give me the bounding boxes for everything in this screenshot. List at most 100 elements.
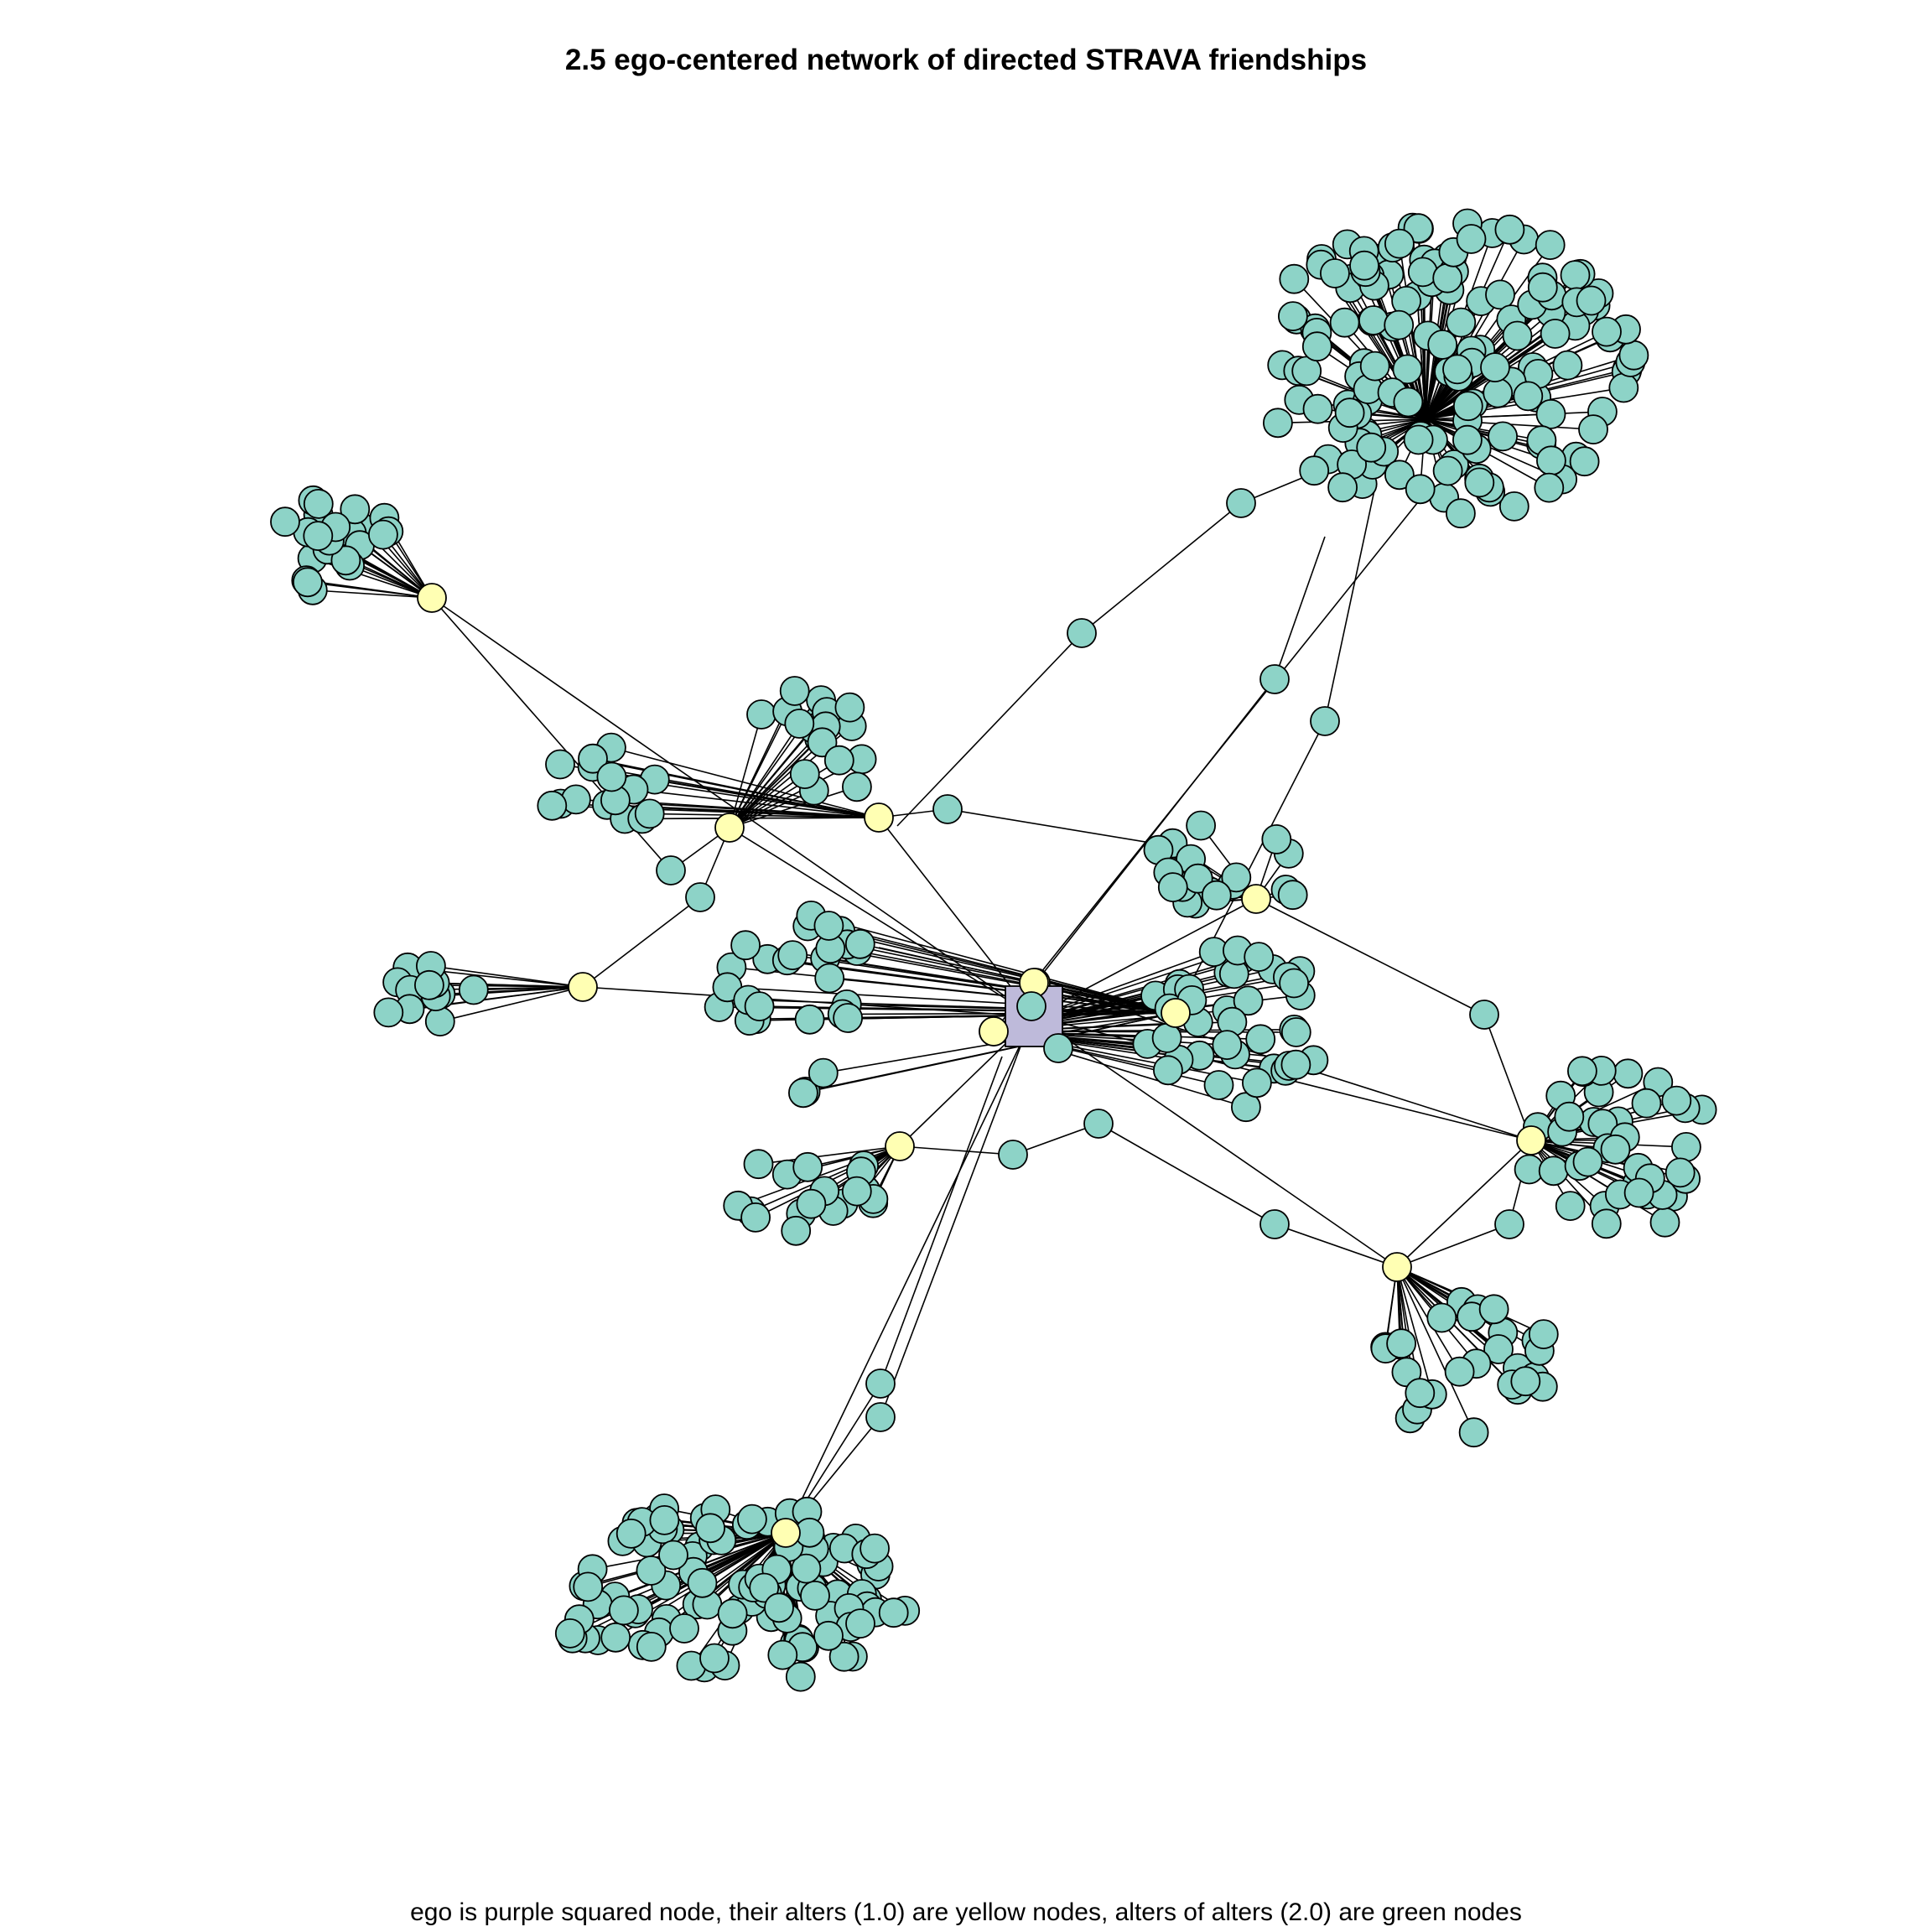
alter-of-alter-node (1327, 472, 1358, 503)
alter-of-alter-node (1502, 320, 1533, 351)
edge (431, 597, 1035, 1017)
alter-of-alter-node (730, 930, 761, 961)
alter-of-alter-node (1488, 421, 1518, 452)
edge (1425, 418, 1542, 442)
edge (633, 788, 880, 818)
alter-of-alter-node (834, 692, 865, 723)
alter-of-alter-node (1358, 305, 1389, 335)
edge (1425, 239, 1524, 420)
alter-of-alter-node (1432, 455, 1463, 486)
alter-of-alter-node (687, 1567, 718, 1598)
edge (439, 986, 584, 1022)
alter-of-alter-node (932, 794, 963, 824)
alter-of-alter-node (636, 1555, 667, 1586)
alter-of-alter-node (788, 1078, 818, 1109)
alter-of-alter-node (789, 759, 820, 789)
alter-of-alter-node (1244, 942, 1275, 972)
alter-of-alter-node (1452, 391, 1483, 422)
alter-of-alter-node (1446, 307, 1477, 338)
edge (899, 1145, 1014, 1156)
alter-of-alter-node (1510, 1366, 1541, 1397)
alter-of-alter-node (1483, 1334, 1514, 1364)
alter-of-alter-node (842, 771, 872, 802)
alter-of-alter-node (1444, 1356, 1475, 1387)
alter-of-alter-node (784, 709, 815, 739)
alter-of-alter-node (1280, 1017, 1311, 1047)
alter-of-alter-node (1277, 880, 1308, 911)
alter-of-alter-node (609, 1595, 639, 1626)
alter-of-alter-node (1483, 377, 1514, 408)
edge (828, 925, 1176, 1014)
alter-of-alter-node (1649, 1207, 1680, 1238)
alter-node (771, 1518, 801, 1548)
alter-of-alter-node (1498, 491, 1530, 522)
alter-of-alter-node (1591, 1208, 1622, 1239)
edge (785, 1015, 1035, 1534)
alter-of-alter-node (717, 1598, 748, 1629)
alter-of-alter-node (340, 494, 371, 525)
edge (729, 759, 840, 828)
alter-of-alter-node (1279, 263, 1310, 294)
alter-of-alter-node (1485, 279, 1515, 310)
alter-of-alter-node (600, 1622, 631, 1653)
alter-of-alter-node (1186, 810, 1216, 841)
alter-of-alter-node (303, 521, 334, 551)
alter-of-alter-node (573, 1571, 604, 1602)
alter-of-alter-node (658, 1540, 688, 1571)
alter-node (979, 1016, 1009, 1046)
edge (1033, 1015, 1398, 1268)
alter-of-alter-node (1478, 1294, 1509, 1325)
alter-of-alter-node (615, 1519, 647, 1549)
alter-of-alter-node (1334, 397, 1365, 428)
alter-of-alter-node (1329, 307, 1360, 338)
alter-of-alter-node (1384, 228, 1415, 259)
alter-of-alter-node (1157, 872, 1188, 902)
alter-of-alter-node (800, 1581, 830, 1611)
alter-of-alter-node (845, 1608, 875, 1639)
alter-of-alter-node (1279, 968, 1309, 999)
alter-of-alter-node (1494, 1209, 1524, 1239)
alter-of-alter-node (767, 1639, 798, 1670)
alter-of-alter-node (1083, 1109, 1114, 1139)
alter-of-alter-node (1554, 1101, 1585, 1132)
edge (1396, 1140, 1532, 1268)
edge (649, 813, 880, 818)
alter-of-alter-node (699, 1643, 730, 1674)
alter-of-alter-node (373, 997, 404, 1028)
alter-of-alter-node (1540, 319, 1571, 349)
alter-of-alter-node (596, 761, 627, 792)
alter-of-alter-node (1569, 446, 1600, 477)
alter-of-alter-node (813, 1620, 844, 1651)
alter-node (885, 1131, 915, 1161)
alter-of-alter-node (1534, 472, 1565, 503)
alter-of-alter-node (1555, 1191, 1586, 1221)
alter-of-alter-node (860, 1533, 890, 1564)
node-layer (270, 208, 1717, 1692)
alter-of-alter-node (737, 1504, 767, 1535)
alter-of-alter-node (1393, 387, 1424, 418)
alter-node (1382, 1252, 1412, 1282)
alter-of-alter-node (1631, 1088, 1662, 1119)
chart-caption: ego is purple squared node, their alters… (410, 1898, 1522, 1926)
alter-of-alter-node (1259, 664, 1290, 694)
alter-of-alter-node (743, 1149, 774, 1180)
alter-of-alter-node (865, 1368, 896, 1399)
edge (1396, 1266, 1475, 1433)
alter-of-alter-node (1263, 408, 1293, 439)
alter-of-alter-node (791, 1553, 822, 1584)
alter-of-alter-node (1442, 354, 1472, 385)
alter-of-alter-node (685, 882, 715, 912)
edge (307, 581, 433, 599)
edge (1033, 898, 1257, 1017)
edge (428, 984, 584, 988)
alter-of-alter-node (764, 1592, 794, 1623)
alter-of-alter-node (740, 1202, 771, 1233)
edge (1175, 720, 1326, 1014)
alter-of-alter-node (1426, 1302, 1457, 1333)
alter-of-alter-node (1310, 706, 1340, 736)
alter-of-alter-node (796, 1188, 827, 1219)
alter-of-alter-node (554, 1618, 585, 1649)
alter-of-alter-node (1618, 340, 1649, 371)
alter-node (417, 583, 447, 613)
alter-node (1241, 884, 1271, 914)
